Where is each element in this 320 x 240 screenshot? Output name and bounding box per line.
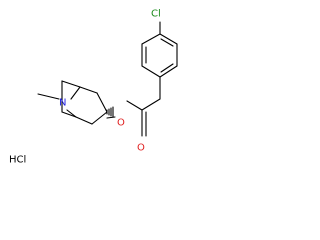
bond-ester-o-c3 <box>106 116 116 119</box>
bond-c1-c7 <box>61 80 81 88</box>
bond-n-methyl <box>37 93 60 100</box>
acetate-linker <box>106 76 161 137</box>
bond-carbonyl-ester-o <box>126 100 143 111</box>
stereo-wedge <box>106 106 114 118</box>
ring-double-bond-b <box>160 63 174 73</box>
bond-c3-c2 <box>96 92 108 113</box>
nitrogen-atom-label: N <box>59 98 66 109</box>
bond-c4-c5 <box>75 116 93 125</box>
bond-ch2-carbonyl <box>141 98 161 111</box>
carbonyl-oxygen-label: O <box>137 143 145 154</box>
ring-bond-3 <box>159 65 178 78</box>
bond-c2-c1 <box>79 86 98 94</box>
chlorine-atom-label: Cl <box>151 9 161 20</box>
bond-n-c5 <box>66 109 77 118</box>
ring-double-bond-a <box>160 38 174 47</box>
ring-bond-4 <box>141 65 161 78</box>
chlorophenyl-ring <box>141 21 178 78</box>
bond-c3-c4 <box>91 111 108 125</box>
hydrochloride-salt-label: HCl <box>9 155 26 166</box>
ring-bond-1 <box>159 33 178 45</box>
bond-c1-n <box>70 86 81 100</box>
ring-bond-6 <box>141 33 161 45</box>
tropane-bicycle <box>37 80 114 125</box>
molecule-structure: Cl N O O HCl <box>9 9 178 166</box>
bond-c6-c5 <box>61 111 77 118</box>
ester-oxygen-label: O <box>117 118 125 129</box>
